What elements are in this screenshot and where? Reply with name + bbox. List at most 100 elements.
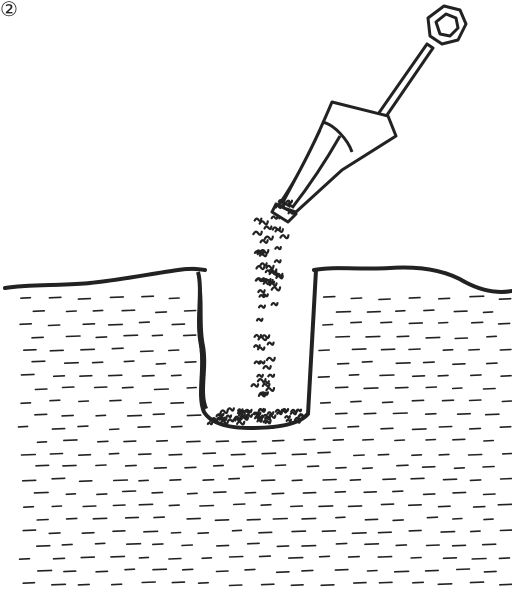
soil-dash xyxy=(303,493,315,494)
soil-dash xyxy=(439,454,449,455)
soil-dash xyxy=(471,582,484,583)
soil-dash xyxy=(427,517,437,518)
soil-dash xyxy=(24,350,36,351)
soil-dash xyxy=(97,494,107,495)
soil-dash xyxy=(426,440,435,441)
fertilizer-granule xyxy=(212,418,218,420)
soil-dash xyxy=(354,455,364,456)
soil-dash xyxy=(291,506,303,507)
soil-dash xyxy=(364,413,376,414)
soil-dash xyxy=(380,582,393,583)
soil-dash xyxy=(35,389,47,390)
soil-dash xyxy=(393,413,407,414)
soil-dash xyxy=(169,298,179,299)
soil-dash xyxy=(142,376,154,377)
soil-dash xyxy=(472,559,486,560)
soil-dash xyxy=(471,375,481,376)
soil-dash xyxy=(337,312,351,313)
soil-dash xyxy=(443,400,454,401)
soil-dash xyxy=(185,362,196,363)
soil-dash xyxy=(454,311,467,312)
soil-dash xyxy=(291,585,303,586)
soil-dash xyxy=(172,426,182,427)
scoop-handle-grip xyxy=(428,6,466,44)
soil-dash xyxy=(484,312,493,313)
soil-dash xyxy=(124,441,136,442)
fertilizer-granule xyxy=(289,212,294,214)
soil-dash xyxy=(321,403,331,404)
soil-dash xyxy=(78,426,88,427)
soil-dash xyxy=(112,584,122,585)
fertilizer-granule xyxy=(241,417,248,419)
fertilizer-granule xyxy=(279,200,285,202)
soil-dash xyxy=(363,468,372,469)
soil-dash xyxy=(248,543,259,544)
soil-dash xyxy=(426,337,440,338)
fertilizer-granule xyxy=(287,201,292,203)
fertilizer-granule xyxy=(273,227,280,230)
soil-dash xyxy=(336,517,345,518)
soil-dash xyxy=(21,298,31,299)
soil-dash xyxy=(96,415,105,416)
soil-dash xyxy=(153,569,166,570)
soil-dash xyxy=(348,426,359,427)
soil-dash xyxy=(200,506,214,507)
soil-dash xyxy=(469,350,479,351)
soil-dash xyxy=(187,441,200,442)
soil-dash xyxy=(78,584,89,585)
soil-dash xyxy=(396,387,408,388)
soil-dash xyxy=(318,452,330,453)
soil-dash xyxy=(187,518,200,519)
soil-dash xyxy=(83,506,96,507)
soil-dash xyxy=(231,454,245,455)
fertilizer-granule xyxy=(270,272,277,275)
soil-dash xyxy=(427,545,440,546)
fertilizer-granule xyxy=(269,415,276,417)
soil-dash xyxy=(142,296,154,297)
soil-dash xyxy=(413,376,425,377)
soil-dash xyxy=(185,467,196,468)
fertilizer-granule xyxy=(276,276,282,278)
soil-dash xyxy=(141,351,153,352)
fertilizer-granule xyxy=(256,266,264,269)
soil-dash xyxy=(98,441,108,442)
soil-dash xyxy=(383,479,396,480)
soil-dash xyxy=(320,556,330,557)
soil-dash xyxy=(199,583,209,584)
soil-dash xyxy=(144,531,158,532)
soil-dash xyxy=(124,335,137,336)
soil-dash xyxy=(139,557,148,558)
soil-dash xyxy=(172,582,184,583)
soil-dash xyxy=(171,533,180,534)
soil-dash xyxy=(198,533,208,534)
fertilizer-granule xyxy=(299,415,306,418)
fertilizer-granule xyxy=(256,250,263,253)
fertilizer-granule xyxy=(237,422,244,425)
soil-dash xyxy=(262,584,274,585)
soil-dash xyxy=(413,582,424,583)
soil-dash xyxy=(82,533,94,534)
soil-dash xyxy=(38,442,47,443)
fertilizer-granule xyxy=(264,226,271,229)
soil-dash xyxy=(49,533,60,534)
soil-dash xyxy=(351,401,361,402)
soil-dash xyxy=(217,571,229,572)
soil-dash xyxy=(215,520,228,521)
soil-dash xyxy=(95,387,107,388)
soil-dash xyxy=(138,427,150,428)
soil-dash xyxy=(424,310,434,311)
soil-dash xyxy=(439,506,451,507)
soil-dash xyxy=(453,492,466,493)
soil-dash xyxy=(500,584,512,585)
fertilizer-granule xyxy=(226,416,231,418)
soil-dash xyxy=(277,546,288,547)
soil-dash xyxy=(500,350,511,351)
soil-dash xyxy=(262,480,275,481)
soil-dash xyxy=(441,532,455,533)
soil-dash xyxy=(182,545,192,546)
soil-dash xyxy=(123,387,134,388)
soil-dash xyxy=(470,296,484,297)
soil-dash xyxy=(259,532,272,533)
soil-dash xyxy=(80,481,92,482)
